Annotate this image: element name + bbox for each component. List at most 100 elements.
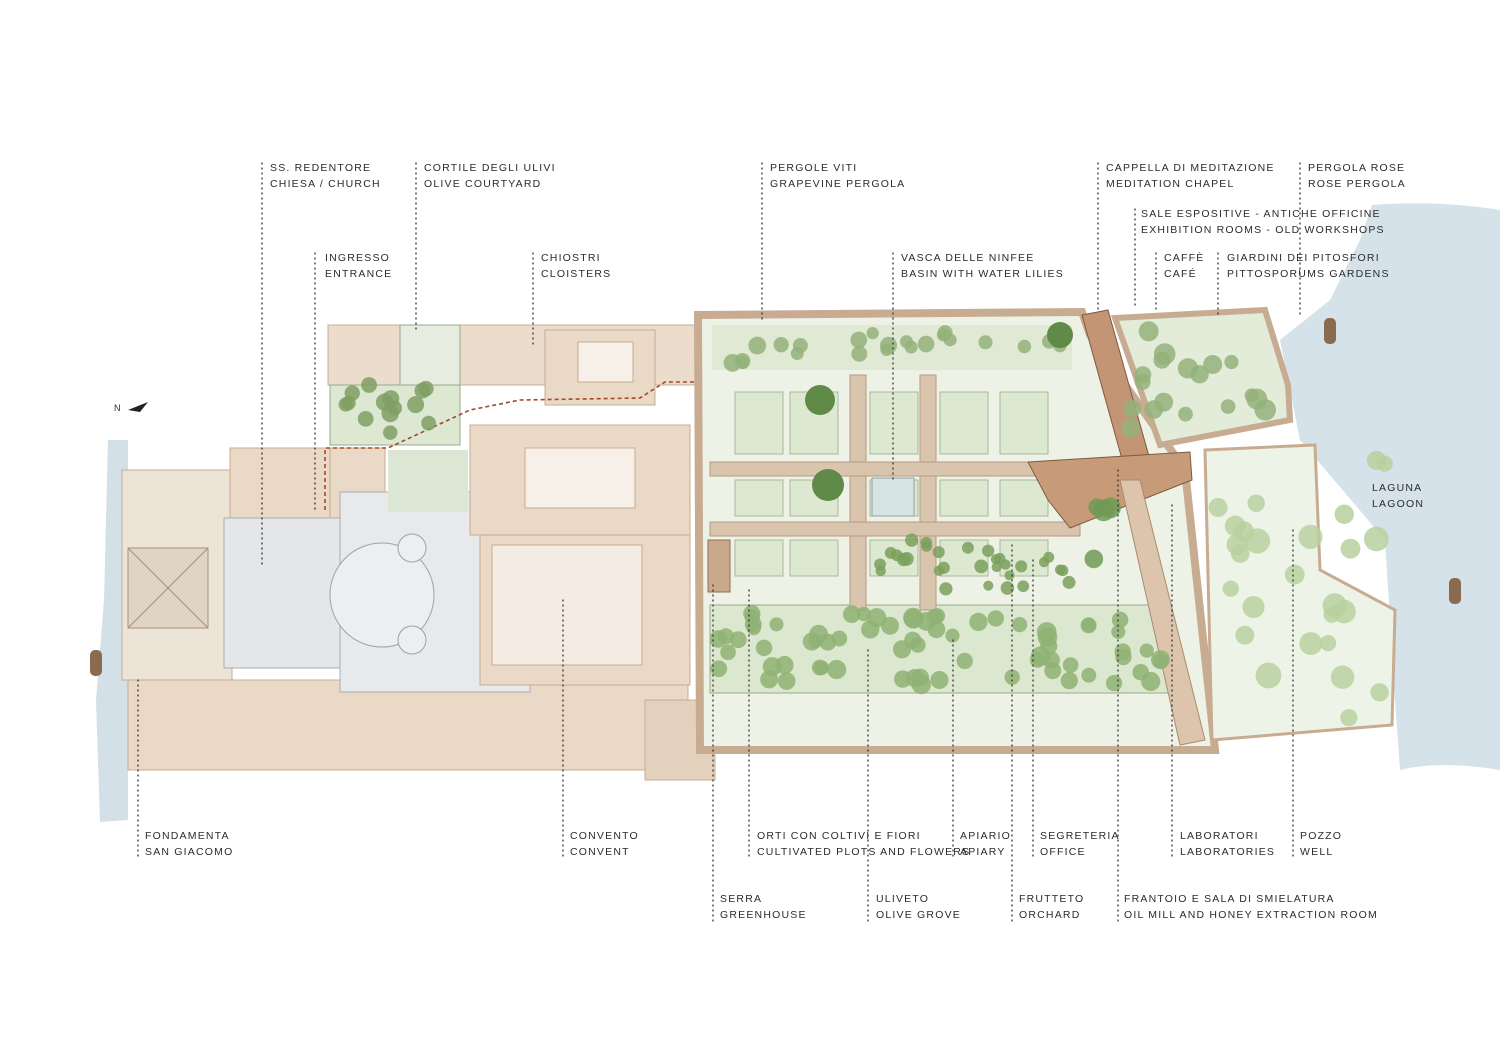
tree-icon [1366,450,1387,471]
tree-icon [1060,671,1078,690]
label-en: Greenhouse [720,909,807,921]
label-en: Lagoon [1372,498,1425,510]
tree-icon [1153,343,1176,365]
tree-icon [961,541,974,554]
label-fondamenta: FondamentaSan Giacomo [145,828,233,860]
label-office: SegreteriaOffice [1040,828,1120,860]
label-en: Cultivated plots and flowers [757,846,971,858]
tree-icon [1340,709,1358,727]
tree-icon [1224,354,1239,370]
label-en: Well [1300,846,1334,858]
label-it: Fondamenta [145,830,230,842]
tree-icon [1100,497,1121,519]
tree-icon [843,605,861,624]
label-cloisters: ChiostriCloisters [541,250,611,282]
tree-icon [939,582,953,596]
tree-icon [1043,551,1055,563]
building [229,447,331,519]
label-olive-courtyard: Cortile degli UliviOlive Courtyard [424,160,556,192]
north-label: N [114,403,122,413]
label-it: Pergola Rose [1308,162,1406,174]
tree-icon [978,335,993,350]
garden-plot [789,539,839,577]
tree-icon [1154,392,1174,412]
garden-plot [734,539,784,577]
tree-icon [1030,646,1051,667]
label-it: Serra [720,893,763,905]
boat-icon [1449,578,1461,604]
label-en: Convent [570,846,630,858]
tree-icon [790,347,804,360]
tree-icon [805,385,835,415]
tree-icon [1284,564,1305,585]
tree-icon [1062,657,1079,673]
label-en: Laboratories [1180,846,1276,858]
label-it: Convento [570,830,639,842]
tree-icon [945,628,960,643]
tree-icon [1105,674,1123,692]
tree-icon [933,565,944,576]
tree-icon [1242,595,1265,619]
tree-icon [1340,538,1361,559]
label-pittosporum: Giardini dei PitosforiPittosporums Garde… [1227,250,1390,282]
label-cafe: CaffèCafé [1164,250,1204,282]
tree-icon [1255,662,1282,689]
tree-icon [1081,667,1097,683]
label-en: Rose Pergola [1308,178,1406,190]
label-en: Orchard [1019,909,1081,921]
tree-icon [1334,504,1354,525]
label-it: Pozzo [1300,830,1343,842]
garden-plot [869,391,919,455]
tree-icon [866,327,879,340]
tree-icon [851,345,868,362]
tree-icon [361,377,377,393]
tree-icon [1299,632,1323,655]
tree-icon [1153,653,1169,669]
label-it: Sale Espositive - Antiche Officine [1141,208,1381,220]
label-it: Apiario [960,830,1011,842]
tree-icon [812,469,844,501]
tree-icon [1000,581,1015,595]
tree-icon [1004,669,1020,685]
label-meditation-chapel: Cappella di MeditazioneMeditation Chapel [1106,160,1275,192]
label-en: Apiary [960,846,1006,858]
tree-icon [1054,564,1066,576]
tree-icon [723,353,742,372]
tree-icon [903,607,924,628]
tree-icon [1231,544,1250,563]
tree-icon [880,336,898,354]
tree-icon [831,630,848,647]
label-oil-mill: Frantoio e sala di smielaturaOil mill an… [1124,891,1378,923]
tree-icon [892,640,912,659]
tree-icon [762,657,782,677]
tree-icon [987,610,1005,627]
tree-icon [1222,580,1239,597]
label-it: Caffè [1164,252,1205,264]
garden-plot [999,479,1049,517]
label-it: Orti con coltivi e fiori [757,830,921,842]
tree-icon [418,380,434,397]
tree-icon [1123,399,1142,418]
tree-icon [1084,549,1104,569]
tree-icon [905,533,919,547]
label-en: Entrance [325,268,393,280]
label-en: Pittosporums Gardens [1227,268,1390,280]
trees [338,321,1393,727]
label-lagoon: LagunaLagoon [1372,480,1424,512]
label-en: Olive Courtyard [424,178,542,190]
label-it: Frantoio e sala di smielatura [1124,893,1335,905]
greenhouse [707,539,731,593]
label-exhibition: Sale Espositive - Antiche OfficineExhibi… [1141,206,1385,238]
label-convent: ConventoConvent [570,828,639,860]
tree-icon [894,670,912,688]
label-en: San Giacomo [145,846,234,858]
tree-icon [1138,321,1159,342]
tree-icon [1320,635,1337,652]
tree-icon [1017,339,1032,354]
tree-icon [1062,575,1076,589]
tree-icon [720,644,736,661]
tree-icon [808,634,823,649]
tree-icon [341,395,356,411]
label-plots: Orti con coltivi e fioriCultivated plots… [757,828,970,860]
